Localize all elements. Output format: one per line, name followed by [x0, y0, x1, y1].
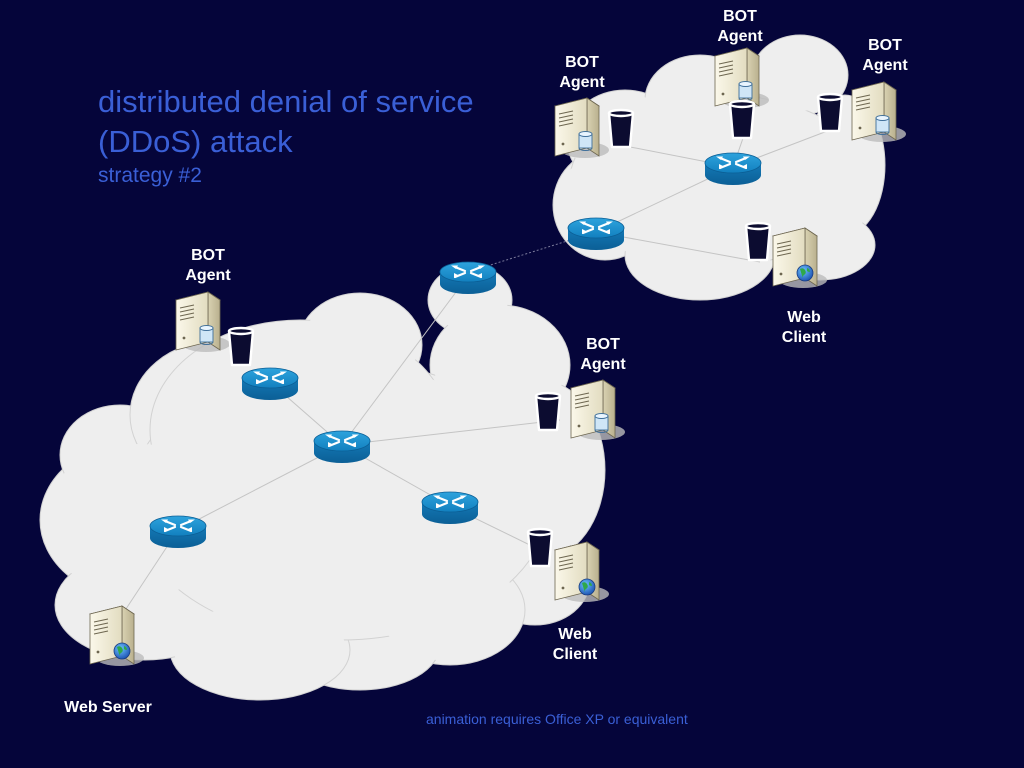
slide-subtitle: strategy #2 [98, 164, 202, 187]
cup-icon [227, 326, 255, 367]
router-icon [148, 514, 208, 550]
router-icon [240, 366, 300, 402]
bot-agent-label: BOT Agent [862, 37, 908, 74]
cup-icon [816, 92, 844, 133]
bot-agent-label: BOT Agent [717, 8, 763, 45]
router-icon [566, 216, 626, 252]
bot-agent-label: BOT Agent [185, 247, 231, 284]
web-server-label: Web Server [64, 699, 152, 716]
bot-agent-label: BOT Agent [559, 54, 605, 91]
router-icon [438, 260, 498, 296]
slide-title: distributed denial of service (DDoS) att… [98, 82, 474, 190]
cup-icon [607, 108, 635, 149]
bot-agent-server-icon [852, 82, 906, 142]
web-client-label: Web Client [552, 626, 598, 663]
title-line-1: distributed denial of service [98, 84, 474, 119]
router-icon [420, 490, 480, 526]
web-client-label: Web Client [781, 309, 827, 346]
animation-note: animation requires Office XP or equivale… [426, 711, 688, 727]
bot-agent-server-icon [176, 292, 230, 352]
bot-agent-server-icon [571, 380, 625, 440]
web-client-icon [555, 542, 609, 602]
bot-agent-label: BOT Agent [580, 336, 626, 373]
router-icon [703, 151, 763, 187]
router-icon [312, 429, 372, 465]
cup-icon [744, 221, 772, 262]
cup-icon [728, 99, 756, 140]
title-line-2: (DDoS) attack [98, 124, 293, 159]
cup-icon [526, 527, 554, 568]
cup-icon [534, 391, 562, 432]
